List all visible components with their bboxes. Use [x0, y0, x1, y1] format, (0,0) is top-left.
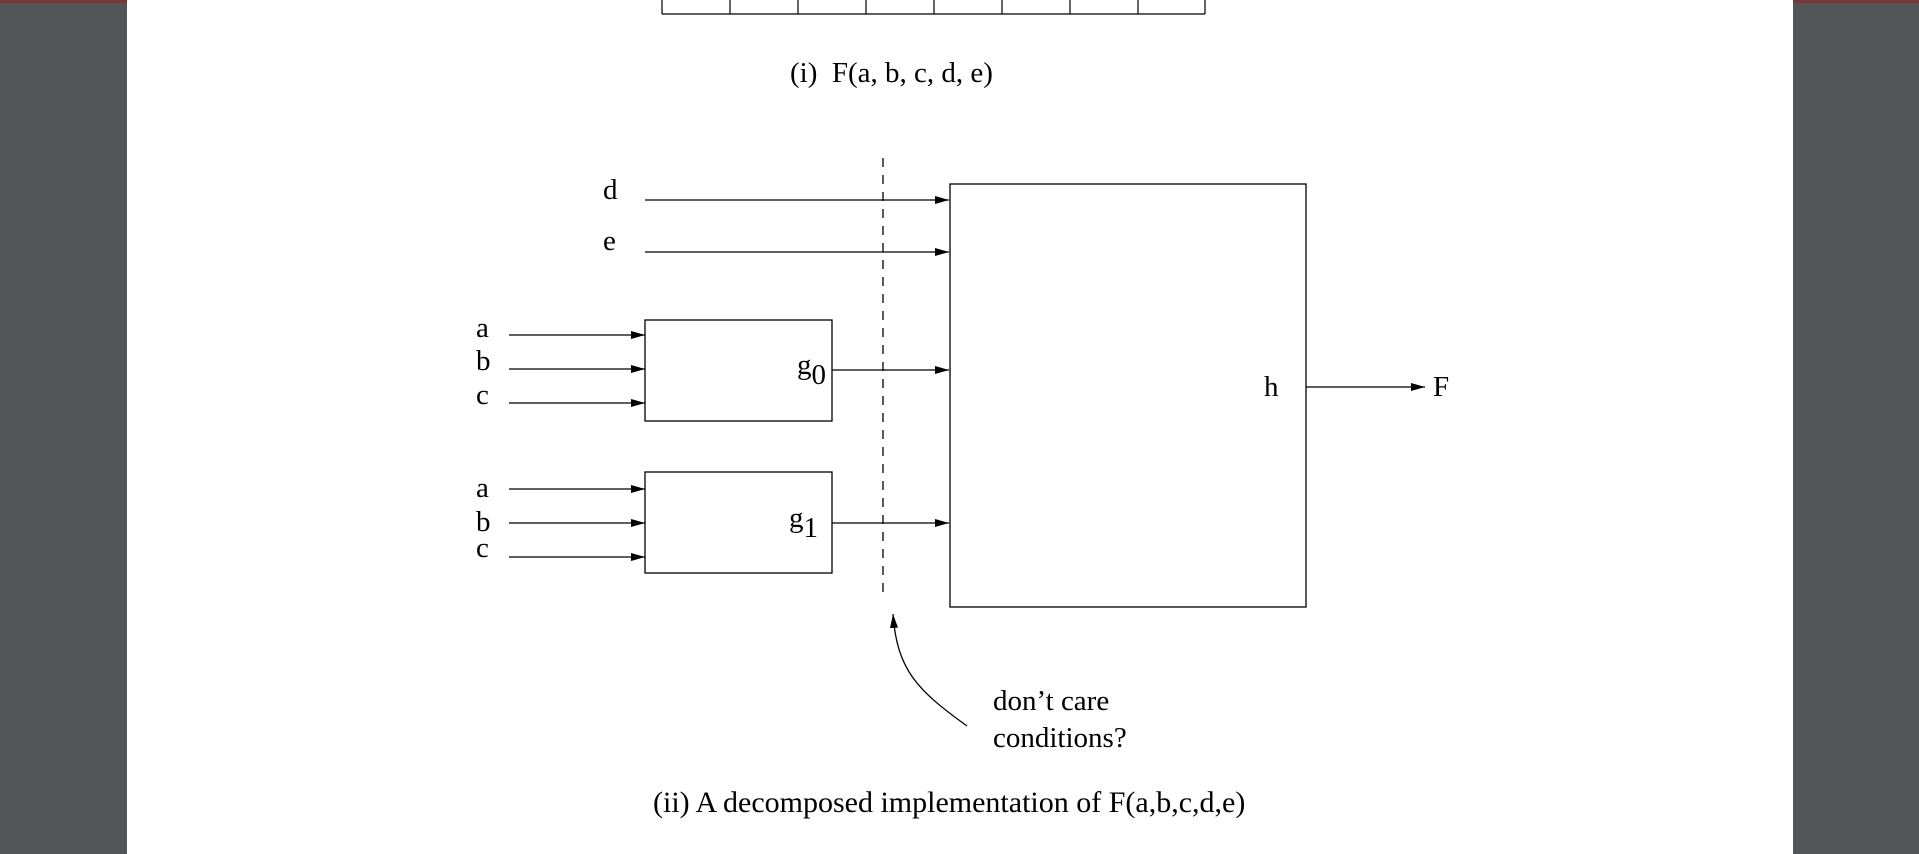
g0-label: g0 — [797, 349, 826, 391]
caption-i: (i) F(a, b, c, d, e) — [790, 57, 993, 89]
document-page: (i) F(a, b, c, d, e) d e a b c g0 a b c — [127, 0, 1793, 854]
truth-table-fragment — [661, 0, 1206, 15]
input-label-d: d — [603, 174, 618, 206]
decomposition-diagram: (i) F(a, b, c, d, e) d e a b c g0 a b c — [476, 0, 1449, 819]
output-label-f: F — [1433, 371, 1449, 403]
annotation-line-2: conditions? — [993, 722, 1127, 754]
g1-input-label-a: a — [476, 472, 489, 504]
g1-label: g1 — [789, 502, 818, 544]
g0-input-label-c: c — [476, 379, 489, 411]
h-block — [949, 183, 1307, 608]
caption-ii: (ii) A decomposed implementation of F(a,… — [653, 786, 1245, 819]
g1-input-label-c: c — [476, 532, 489, 564]
input-label-e: e — [603, 225, 616, 257]
annotation-pointer — [890, 613, 968, 727]
g0-input-label-b: b — [476, 345, 491, 377]
annotation-line-1: don’t care — [993, 685, 1109, 717]
g0-input-label-a: a — [476, 312, 489, 344]
h-label: h — [1264, 371, 1279, 403]
g1-input-label-b: b — [476, 506, 491, 538]
